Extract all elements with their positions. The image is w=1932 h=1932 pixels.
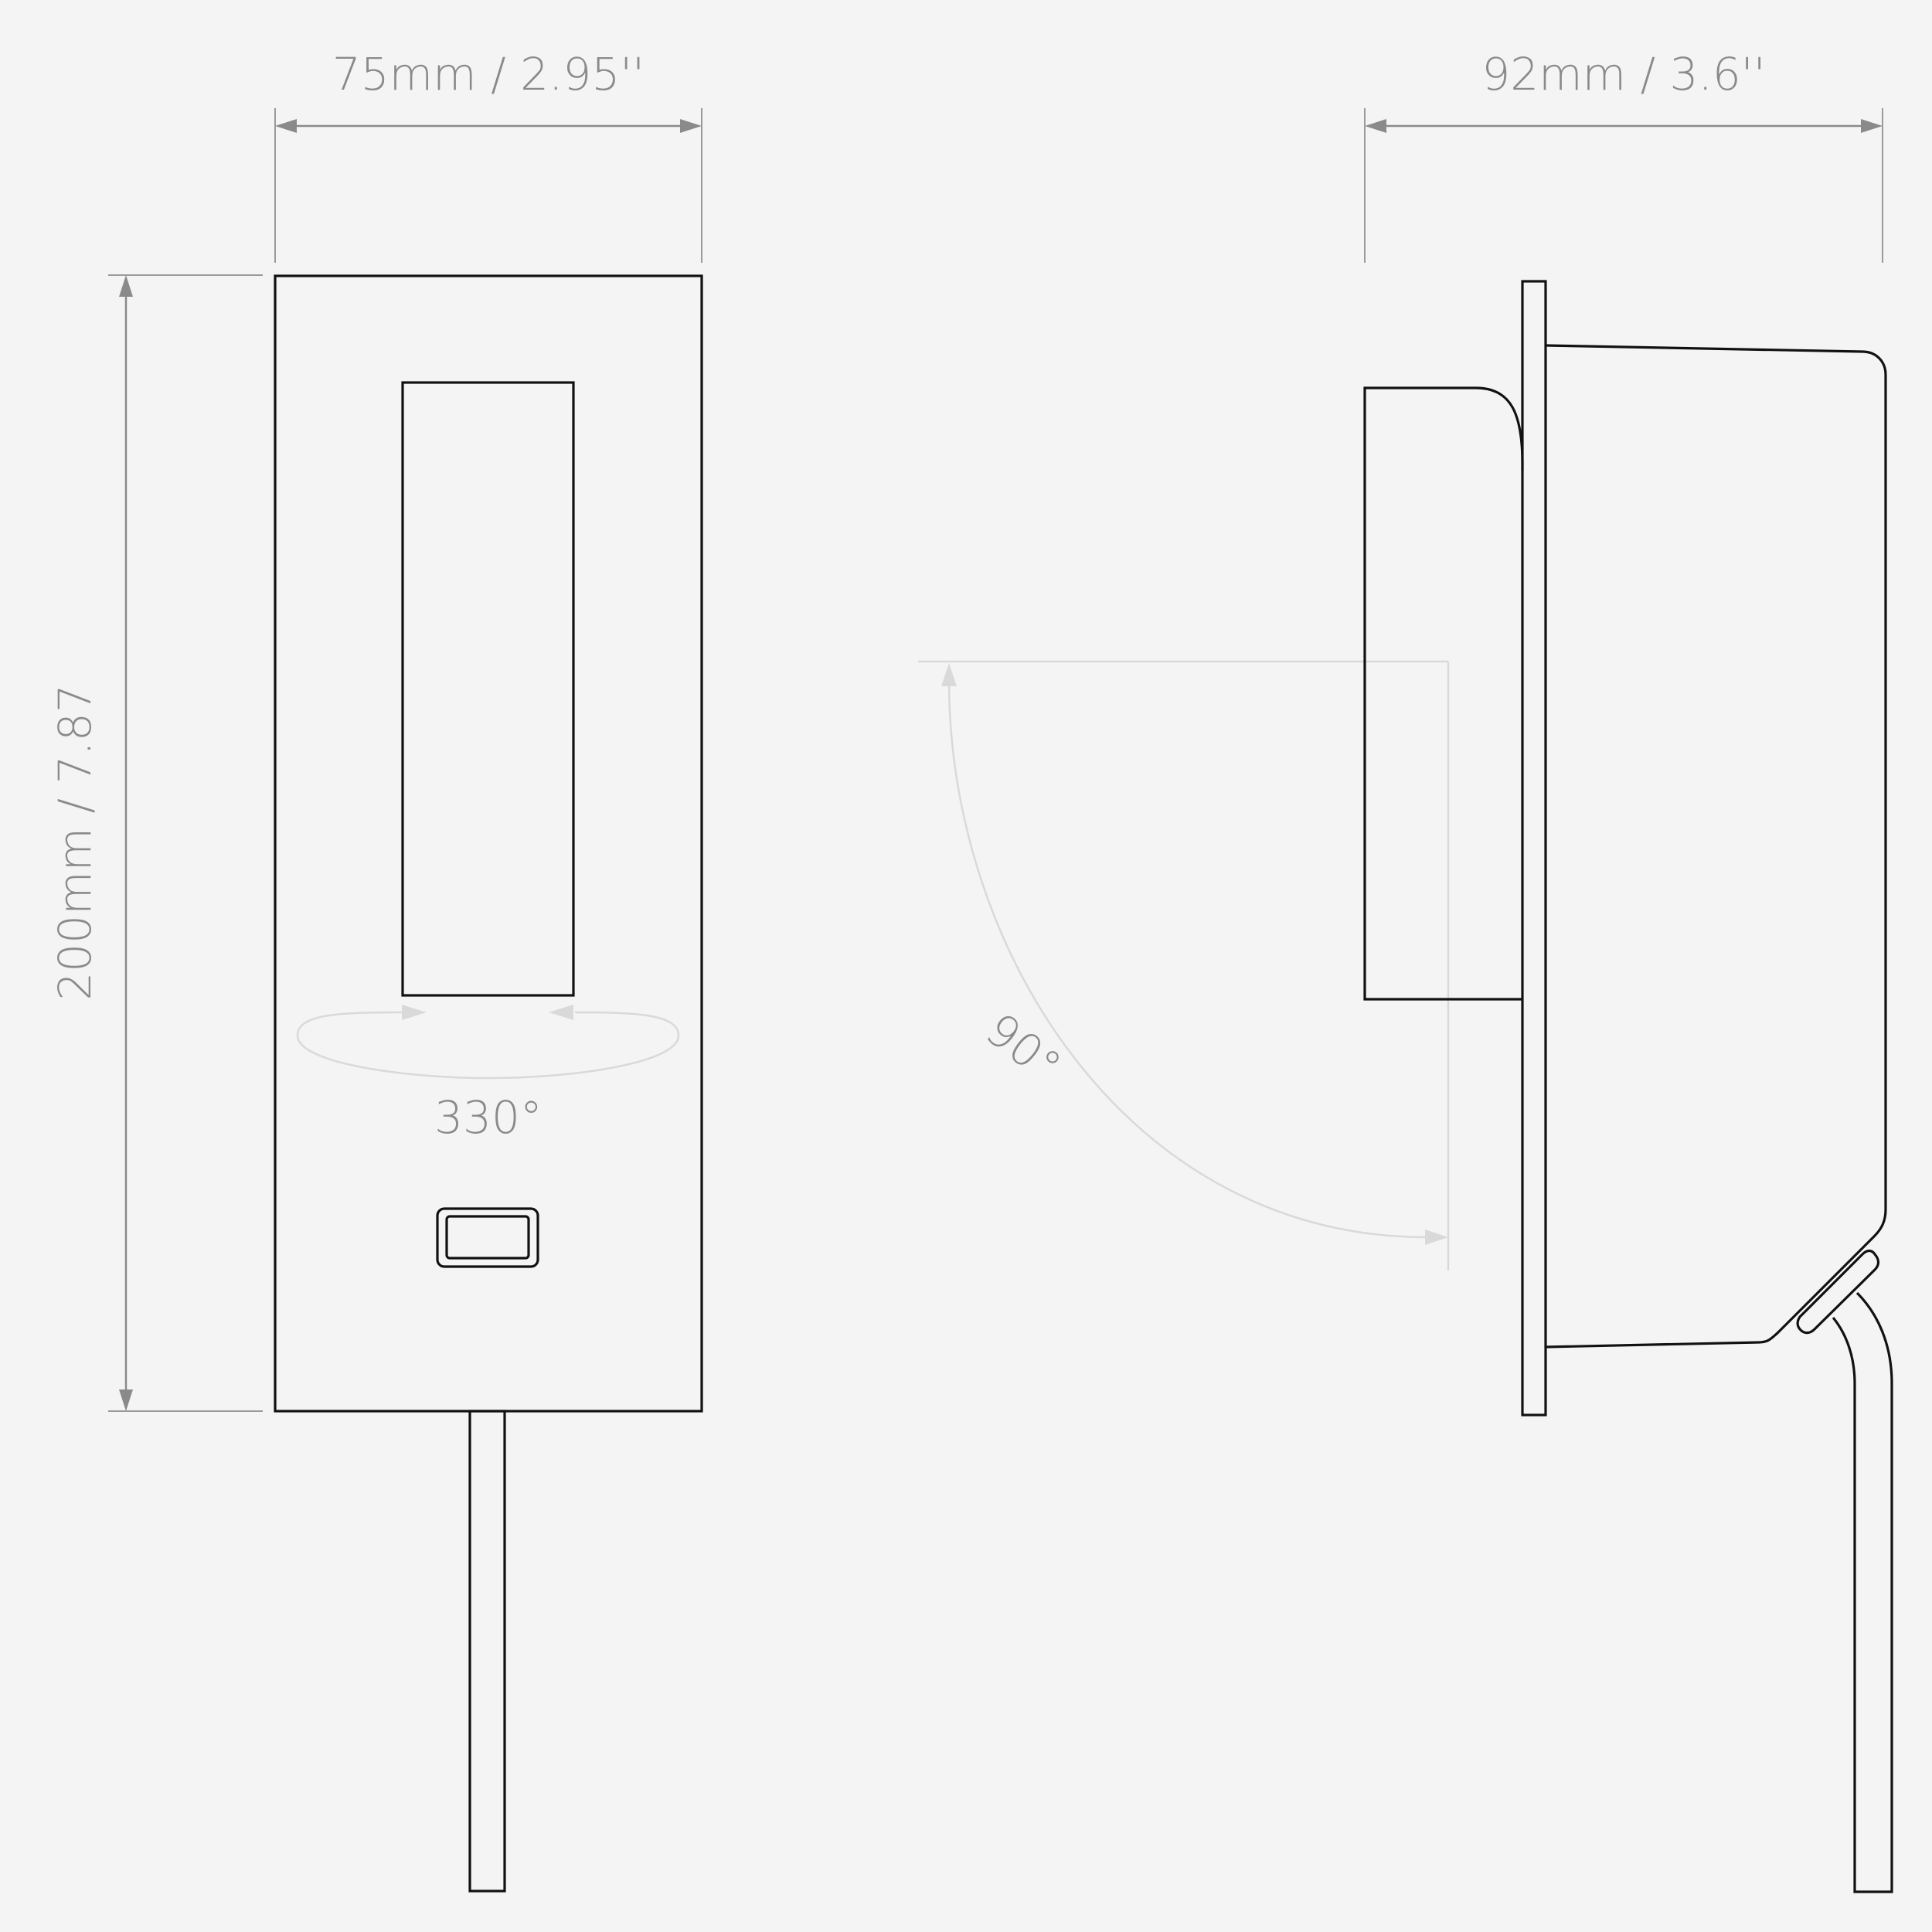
width-dimension: 75mm / 2.95'' [274, 48, 702, 263]
height-arrow-bottom-icon [119, 1389, 133, 1411]
depth-label: 92mm / 3.6'' [1481, 48, 1765, 100]
depth-dimension: 92mm / 3.6'' [1364, 48, 1883, 263]
height-arrow-top-icon [119, 275, 133, 297]
rotation-arc [296, 1011, 680, 1080]
width-label: 75mm / 2.95'' [332, 48, 645, 100]
depth-arrow-right-icon [1861, 119, 1883, 133]
tilt-label: 90° [976, 1003, 1071, 1094]
side-view: 92mm / 3.6'' 90° [918, 48, 1893, 1893]
switch-inner [445, 1215, 530, 1260]
height-label: 200mm / 7.87 [49, 684, 101, 1000]
switch-outer [436, 1207, 539, 1268]
tilt-arc [947, 679, 1427, 1239]
depth-arrow-left-icon [1365, 119, 1386, 133]
front-view: 75mm / 2.95'' 200mm / 7.87 330° [49, 48, 703, 1893]
tilt-arrow-right-icon [1425, 1230, 1448, 1245]
side-cable [1832, 1291, 1893, 1893]
height-dimension: 200mm / 7.87 [49, 274, 263, 1412]
rotation-arrow-right-icon [549, 1005, 573, 1020]
front-backplate [274, 274, 703, 1413]
rotation-arrow-left-icon [402, 1005, 427, 1020]
tilt-arrow-top-icon [941, 663, 957, 686]
tilt-indicator: 90° [918, 660, 1450, 1270]
rotation-indicator: 330° [296, 1005, 680, 1144]
side-backplate [1521, 280, 1547, 1417]
side-body [1545, 344, 1887, 1349]
width-arrow-right-icon [680, 119, 702, 133]
rotation-label: 330° [434, 1091, 543, 1144]
front-cable [468, 1410, 506, 1893]
width-arrow-left-icon [275, 119, 297, 133]
side-lamp-head [1363, 386, 1524, 1001]
front-lamp-head [401, 381, 575, 997]
cable-collar [1796, 1249, 1880, 1335]
